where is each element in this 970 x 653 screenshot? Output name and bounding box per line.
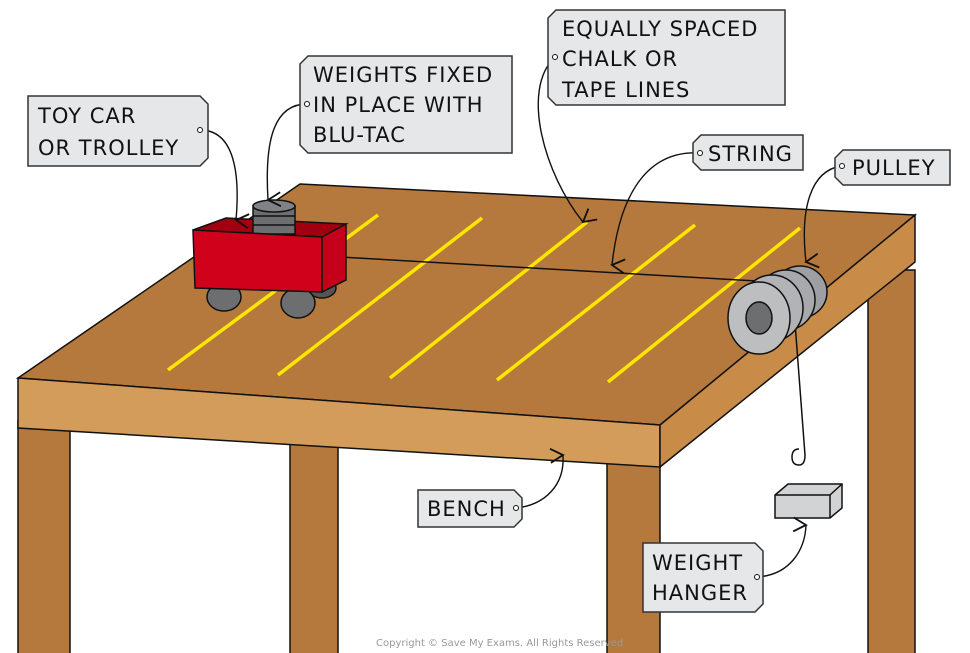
label-weights: WEIGHTS FIXED IN PLACE WITH BLU-TAC bbox=[299, 55, 513, 154]
weights-stack bbox=[252, 199, 296, 235]
pulley bbox=[727, 265, 828, 355]
bench-leg-middle bbox=[289, 439, 339, 653]
tape-line bbox=[606, 226, 802, 384]
bench-side-edge bbox=[659, 213, 916, 469]
svg-text:STRING: STRING bbox=[708, 142, 793, 166]
label-string: STRING bbox=[692, 134, 804, 171]
svg-text:BLU-TAC: BLU-TAC bbox=[313, 123, 406, 147]
label-bench: BENCH bbox=[417, 489, 523, 528]
tape-line bbox=[388, 220, 589, 380]
wheel bbox=[280, 287, 316, 319]
svg-text:OR TROLLEY: OR TROLLEY bbox=[38, 136, 179, 160]
car-side bbox=[321, 222, 347, 294]
bench-leg-front-left bbox=[17, 419, 71, 653]
svg-text:CHALK OR: CHALK OR bbox=[562, 47, 678, 71]
weight-hanger bbox=[774, 448, 843, 519]
toy-car bbox=[192, 199, 349, 319]
bench bbox=[15, 183, 917, 653]
tape-line bbox=[495, 223, 697, 382]
svg-text:PULLEY: PULLEY bbox=[852, 156, 936, 180]
label-toy-car: TOY CAR OR TROLLEY bbox=[27, 95, 209, 167]
svg-text:HANGER: HANGER bbox=[652, 581, 748, 605]
tape-line bbox=[276, 216, 484, 377]
copyright: Copyright © Save My Exams. All Rights Re… bbox=[376, 638, 623, 649]
svg-text:IN PLACE WITH: IN PLACE WITH bbox=[313, 93, 484, 117]
svg-text:TAPE LINES: TAPE LINES bbox=[561, 78, 690, 102]
bench-leg-back-right bbox=[867, 269, 916, 653]
label-pulley: PULLEY bbox=[834, 149, 951, 186]
tape-lines bbox=[166, 213, 802, 384]
svg-text:BENCH: BENCH bbox=[427, 497, 506, 521]
svg-text:EQUALLY SPACED: EQUALLY SPACED bbox=[562, 17, 758, 41]
label-tape-lines: EQUALLY SPACED CHALK OR TAPE LINES bbox=[547, 9, 786, 106]
svg-text:TOY CAR: TOY CAR bbox=[37, 104, 136, 128]
label-weight-hanger: WEIGHT HANGER bbox=[642, 542, 764, 613]
svg-text:WEIGHTS FIXED: WEIGHTS FIXED bbox=[313, 63, 493, 87]
car-front bbox=[192, 229, 323, 293]
svg-text:WEIGHT: WEIGHT bbox=[652, 551, 743, 575]
